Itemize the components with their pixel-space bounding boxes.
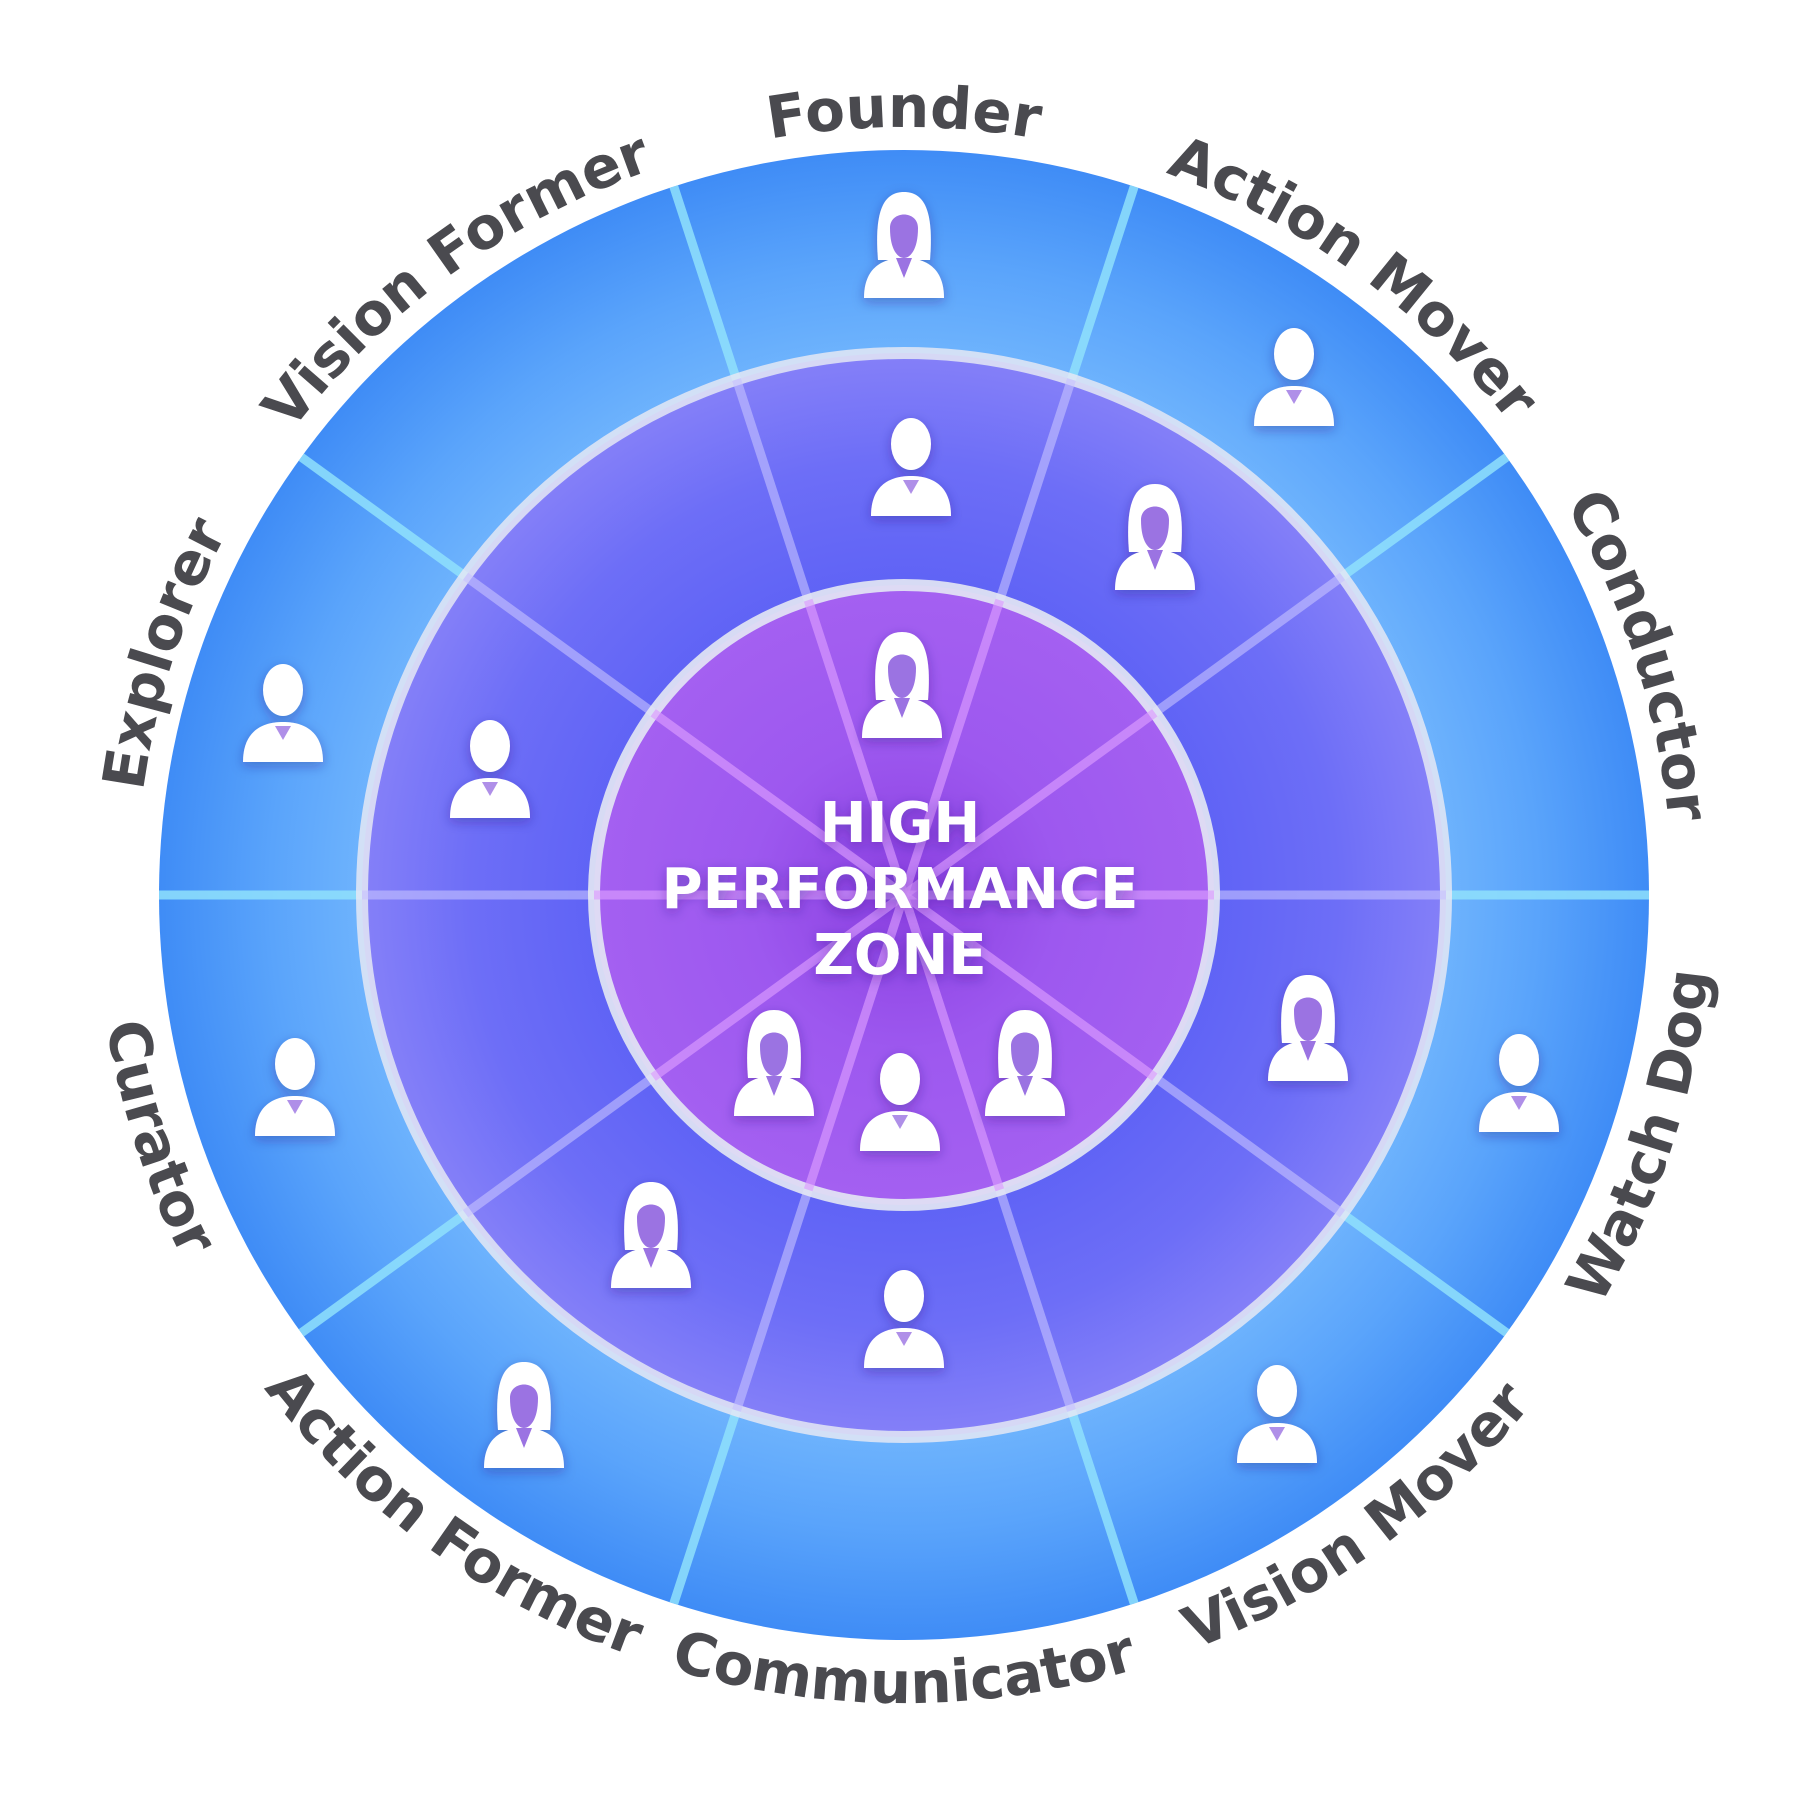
woman-icon [1268,975,1348,1081]
outer-dividers [159,185,1649,1605]
inner-divider-line [650,709,907,899]
middle-dividers [362,378,1446,1412]
inner-divider-line [899,893,1005,1192]
man-icon [864,1270,944,1368]
middle-divider-line [462,1073,656,1218]
woman-icon [985,1010,1065,1116]
segment-label-text: Founder [762,73,1047,153]
inner-divider-line [803,598,909,897]
outer-divider-line [1067,1409,1139,1605]
woman-icon [864,192,944,298]
middle-divider-line [1152,1073,1346,1218]
man-icon [871,418,951,516]
man-icon [255,1038,335,1136]
outer-divider-line [1067,185,1139,381]
inner-dividers [594,598,1214,1192]
middle-divider-line [995,378,1076,602]
outer-divider-line [669,1409,741,1605]
woman-icon [734,1010,814,1116]
inner-divider-line [901,891,1158,1081]
woman-icon [484,1362,564,1468]
man-icon [1237,1365,1317,1463]
woman-icon [611,1182,691,1288]
middle-divider-line [1152,572,1346,717]
man-icon [243,664,323,762]
inner-divider-line [803,893,909,1192]
outer-divider-line [669,185,741,381]
man-icon [450,720,530,818]
center-title-line-2: PERFORMANCE [662,857,1139,922]
man-icon [1254,328,1334,426]
middle-divider-line [732,1188,813,1412]
outer-divider-line [298,1209,469,1337]
outer-divider-line [1339,453,1510,581]
center-title-line-3: ZONE [813,923,986,988]
woman-icon [1115,484,1195,590]
inner-divider-line [650,891,907,1081]
middle-divider-line [995,1188,1076,1412]
inner-divider-line [899,598,1005,897]
woman-icon [862,632,942,738]
center-title-line-1: HIGH [820,791,981,856]
segment-label: Founder [762,73,1047,153]
man-icon [1479,1034,1559,1132]
outer-divider-line [1339,1209,1510,1337]
middle-divider-line [732,378,813,602]
outer-divider-line [298,453,469,581]
man-icon [860,1053,940,1151]
inner-divider-line [901,709,1158,899]
person-icons [243,192,1559,1468]
center-title: HIGH PERFORMANCE ZONE [662,791,1139,988]
middle-divider-line [462,572,656,717]
